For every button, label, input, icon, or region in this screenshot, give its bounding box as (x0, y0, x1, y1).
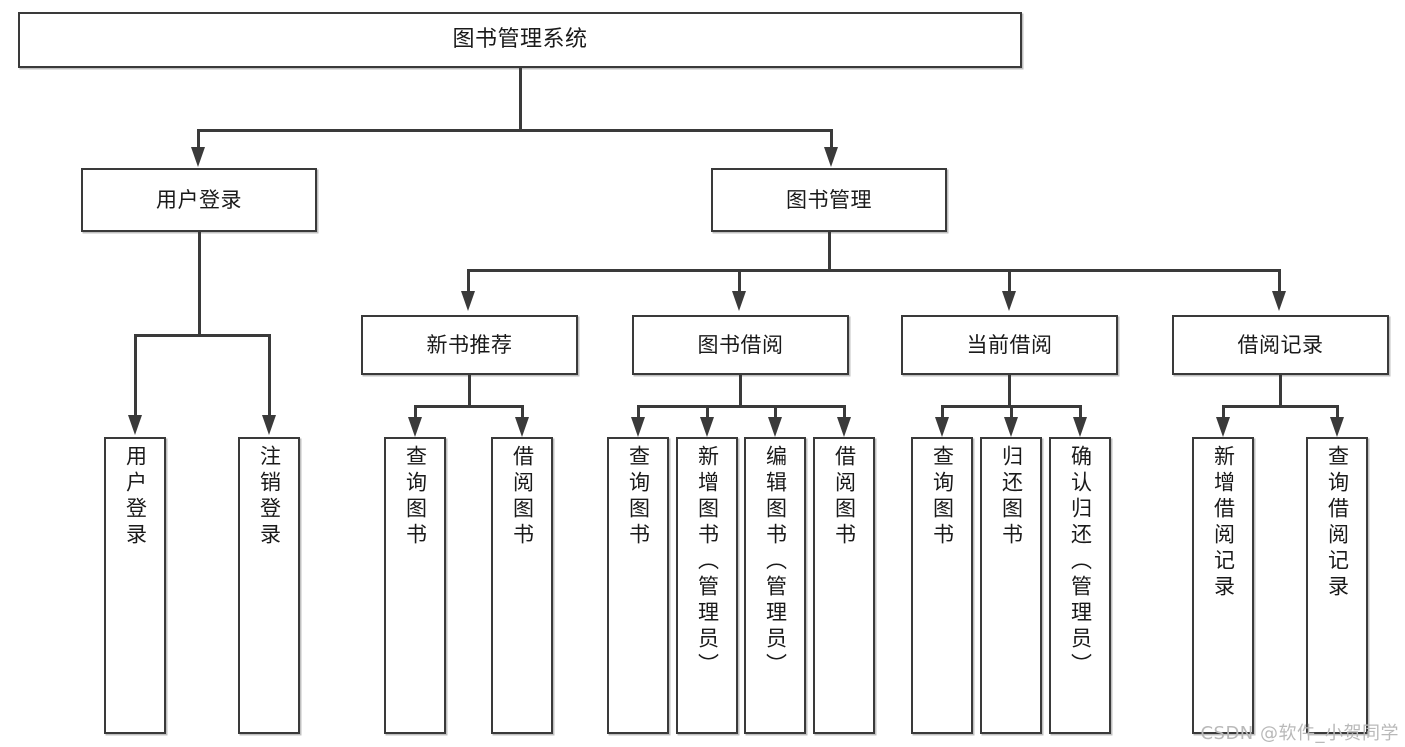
node-book-borrow[interactable]: 图书借阅 (632, 315, 849, 375)
node-leaf-query-book-3-label: 查询图书 (930, 445, 955, 549)
connector-book-borrow-stem (739, 375, 742, 407)
connector-drop-leaf-query-book-2 (637, 405, 640, 421)
connector-drop-leaf-user-login (134, 334, 137, 419)
node-book-manage-label: 图书管理 (786, 187, 872, 212)
connector-drop-leaf-borrow-book-1 (521, 405, 524, 421)
node-leaf-add-book[interactable]: 新增图书（管理员） (676, 437, 738, 734)
connector-book-borrow-bus (637, 405, 845, 408)
node-root[interactable]: 图书管理系统 (18, 12, 1022, 68)
arrow-leaf-query-record (1330, 417, 1344, 437)
node-current-borrow[interactable]: 当前借阅 (901, 315, 1118, 375)
node-leaf-query-book-3[interactable]: 查询图书 (911, 437, 973, 734)
node-new-book-recommend-label: 新书推荐 (426, 332, 513, 357)
node-leaf-query-book-1[interactable]: 查询图书 (384, 437, 446, 734)
connector-borrow-record-bus (1222, 405, 1338, 408)
node-leaf-user-login[interactable]: 用户登录 (104, 437, 166, 734)
arrow-leaf-confirm-return (1073, 417, 1087, 437)
connector-drop-leaf-edit-book (774, 405, 777, 421)
connector-drop-leaf-return-book (1010, 405, 1013, 421)
arrow-book-manage (824, 147, 838, 167)
node-leaf-confirm-return-label: 确认归还（管理员） (1068, 445, 1093, 679)
connector-book-manage-stem (828, 232, 831, 272)
arrow-leaf-borrow-book-2 (837, 417, 851, 437)
connector-drop-leaf-add-book (706, 405, 709, 421)
arrow-leaf-user-logout (262, 415, 276, 435)
node-borrow-record-label: 借阅记录 (1237, 332, 1324, 357)
arrow-leaf-add-record (1216, 417, 1230, 437)
arrow-leaf-return-book (1004, 417, 1018, 437)
connector-current-borrow-stem (1008, 375, 1011, 407)
node-leaf-confirm-return[interactable]: 确认归还（管理员） (1049, 437, 1111, 734)
node-leaf-user-logout[interactable]: 注销登录 (238, 437, 300, 734)
connector-drop-leaf-query-book-3 (941, 405, 944, 421)
connector-drop-user-login (197, 129, 200, 151)
connector-drop-leaf-add-record (1222, 405, 1225, 421)
arrow-leaf-edit-book (768, 417, 782, 437)
node-leaf-query-book-1-label: 查询图书 (403, 445, 428, 549)
arrow-book-borrow (732, 291, 746, 311)
node-leaf-add-record[interactable]: 新增借阅记录 (1192, 437, 1254, 734)
arrow-leaf-borrow-book-1 (515, 417, 529, 437)
node-leaf-borrow-book-2-label: 借阅图书 (832, 445, 857, 549)
node-leaf-add-record-label: 新增借阅记录 (1211, 445, 1236, 601)
node-leaf-borrow-book-1-label: 借阅图书 (510, 445, 535, 549)
connector-drop-borrow-record (1278, 269, 1281, 295)
node-book-borrow-label: 图书借阅 (697, 332, 784, 357)
connector-root-stem (519, 68, 522, 131)
node-leaf-user-logout-label: 注销登录 (257, 445, 282, 549)
node-new-book-recommend[interactable]: 新书推荐 (361, 315, 578, 375)
connector-level2-bus (197, 129, 832, 132)
node-root-label: 图书管理系统 (452, 26, 588, 52)
node-leaf-edit-book-label: 编辑图书（管理员） (763, 445, 788, 679)
connector-drop-book-manage (830, 129, 833, 151)
arrow-borrow-record (1272, 291, 1286, 311)
connector-drop-leaf-user-logout (268, 334, 271, 419)
connector-drop-leaf-query-book-1 (414, 405, 417, 421)
arrow-leaf-query-book-3 (935, 417, 949, 437)
node-leaf-return-book[interactable]: 归还图书 (980, 437, 1042, 734)
connector-new-book-recommend-bus (414, 405, 523, 408)
node-leaf-query-record[interactable]: 查询借阅记录 (1306, 437, 1368, 734)
arrow-new-book-recommend (461, 291, 475, 311)
arrow-leaf-query-book-1 (408, 417, 422, 437)
node-leaf-query-record-label: 查询借阅记录 (1325, 445, 1350, 601)
node-user-login[interactable]: 用户登录 (81, 168, 317, 232)
connector-drop-leaf-query-record (1336, 405, 1339, 421)
watermark: CSDN @软件_小贺同学 (1200, 723, 1399, 744)
connector-borrow-record-stem (1279, 375, 1282, 407)
connector-drop-book-borrow (738, 269, 741, 295)
node-leaf-user-login-label: 用户登录 (123, 445, 148, 549)
arrow-user-login (191, 147, 205, 167)
node-book-manage[interactable]: 图书管理 (711, 168, 947, 232)
node-leaf-query-book-2-label: 查询图书 (626, 445, 651, 549)
connector-new-book-recommend-stem (468, 375, 471, 407)
connector-drop-leaf-confirm-return (1079, 405, 1082, 421)
connector-level3-bus (467, 269, 1280, 272)
node-borrow-record[interactable]: 借阅记录 (1172, 315, 1389, 375)
connector-drop-current-borrow (1008, 269, 1011, 295)
arrow-leaf-add-book (700, 417, 714, 437)
node-user-login-label: 用户登录 (156, 187, 242, 212)
node-leaf-add-book-label: 新增图书（管理员） (695, 445, 720, 679)
arrow-leaf-user-login (128, 415, 142, 435)
node-leaf-query-book-2[interactable]: 查询图书 (607, 437, 669, 734)
arrow-leaf-query-book-2 (631, 417, 645, 437)
node-leaf-borrow-book-2[interactable]: 借阅图书 (813, 437, 875, 734)
connector-user-login-bus (134, 334, 270, 337)
connector-drop-new-book-recommend (467, 269, 470, 295)
arrow-current-borrow (1002, 291, 1016, 311)
node-current-borrow-label: 当前借阅 (966, 332, 1053, 357)
node-leaf-return-book-label: 归还图书 (999, 445, 1024, 549)
connector-user-login-stem (198, 232, 201, 336)
node-leaf-edit-book[interactable]: 编辑图书（管理员） (744, 437, 806, 734)
connector-drop-leaf-borrow-book-2 (843, 405, 846, 421)
node-leaf-borrow-book-1[interactable]: 借阅图书 (491, 437, 553, 734)
